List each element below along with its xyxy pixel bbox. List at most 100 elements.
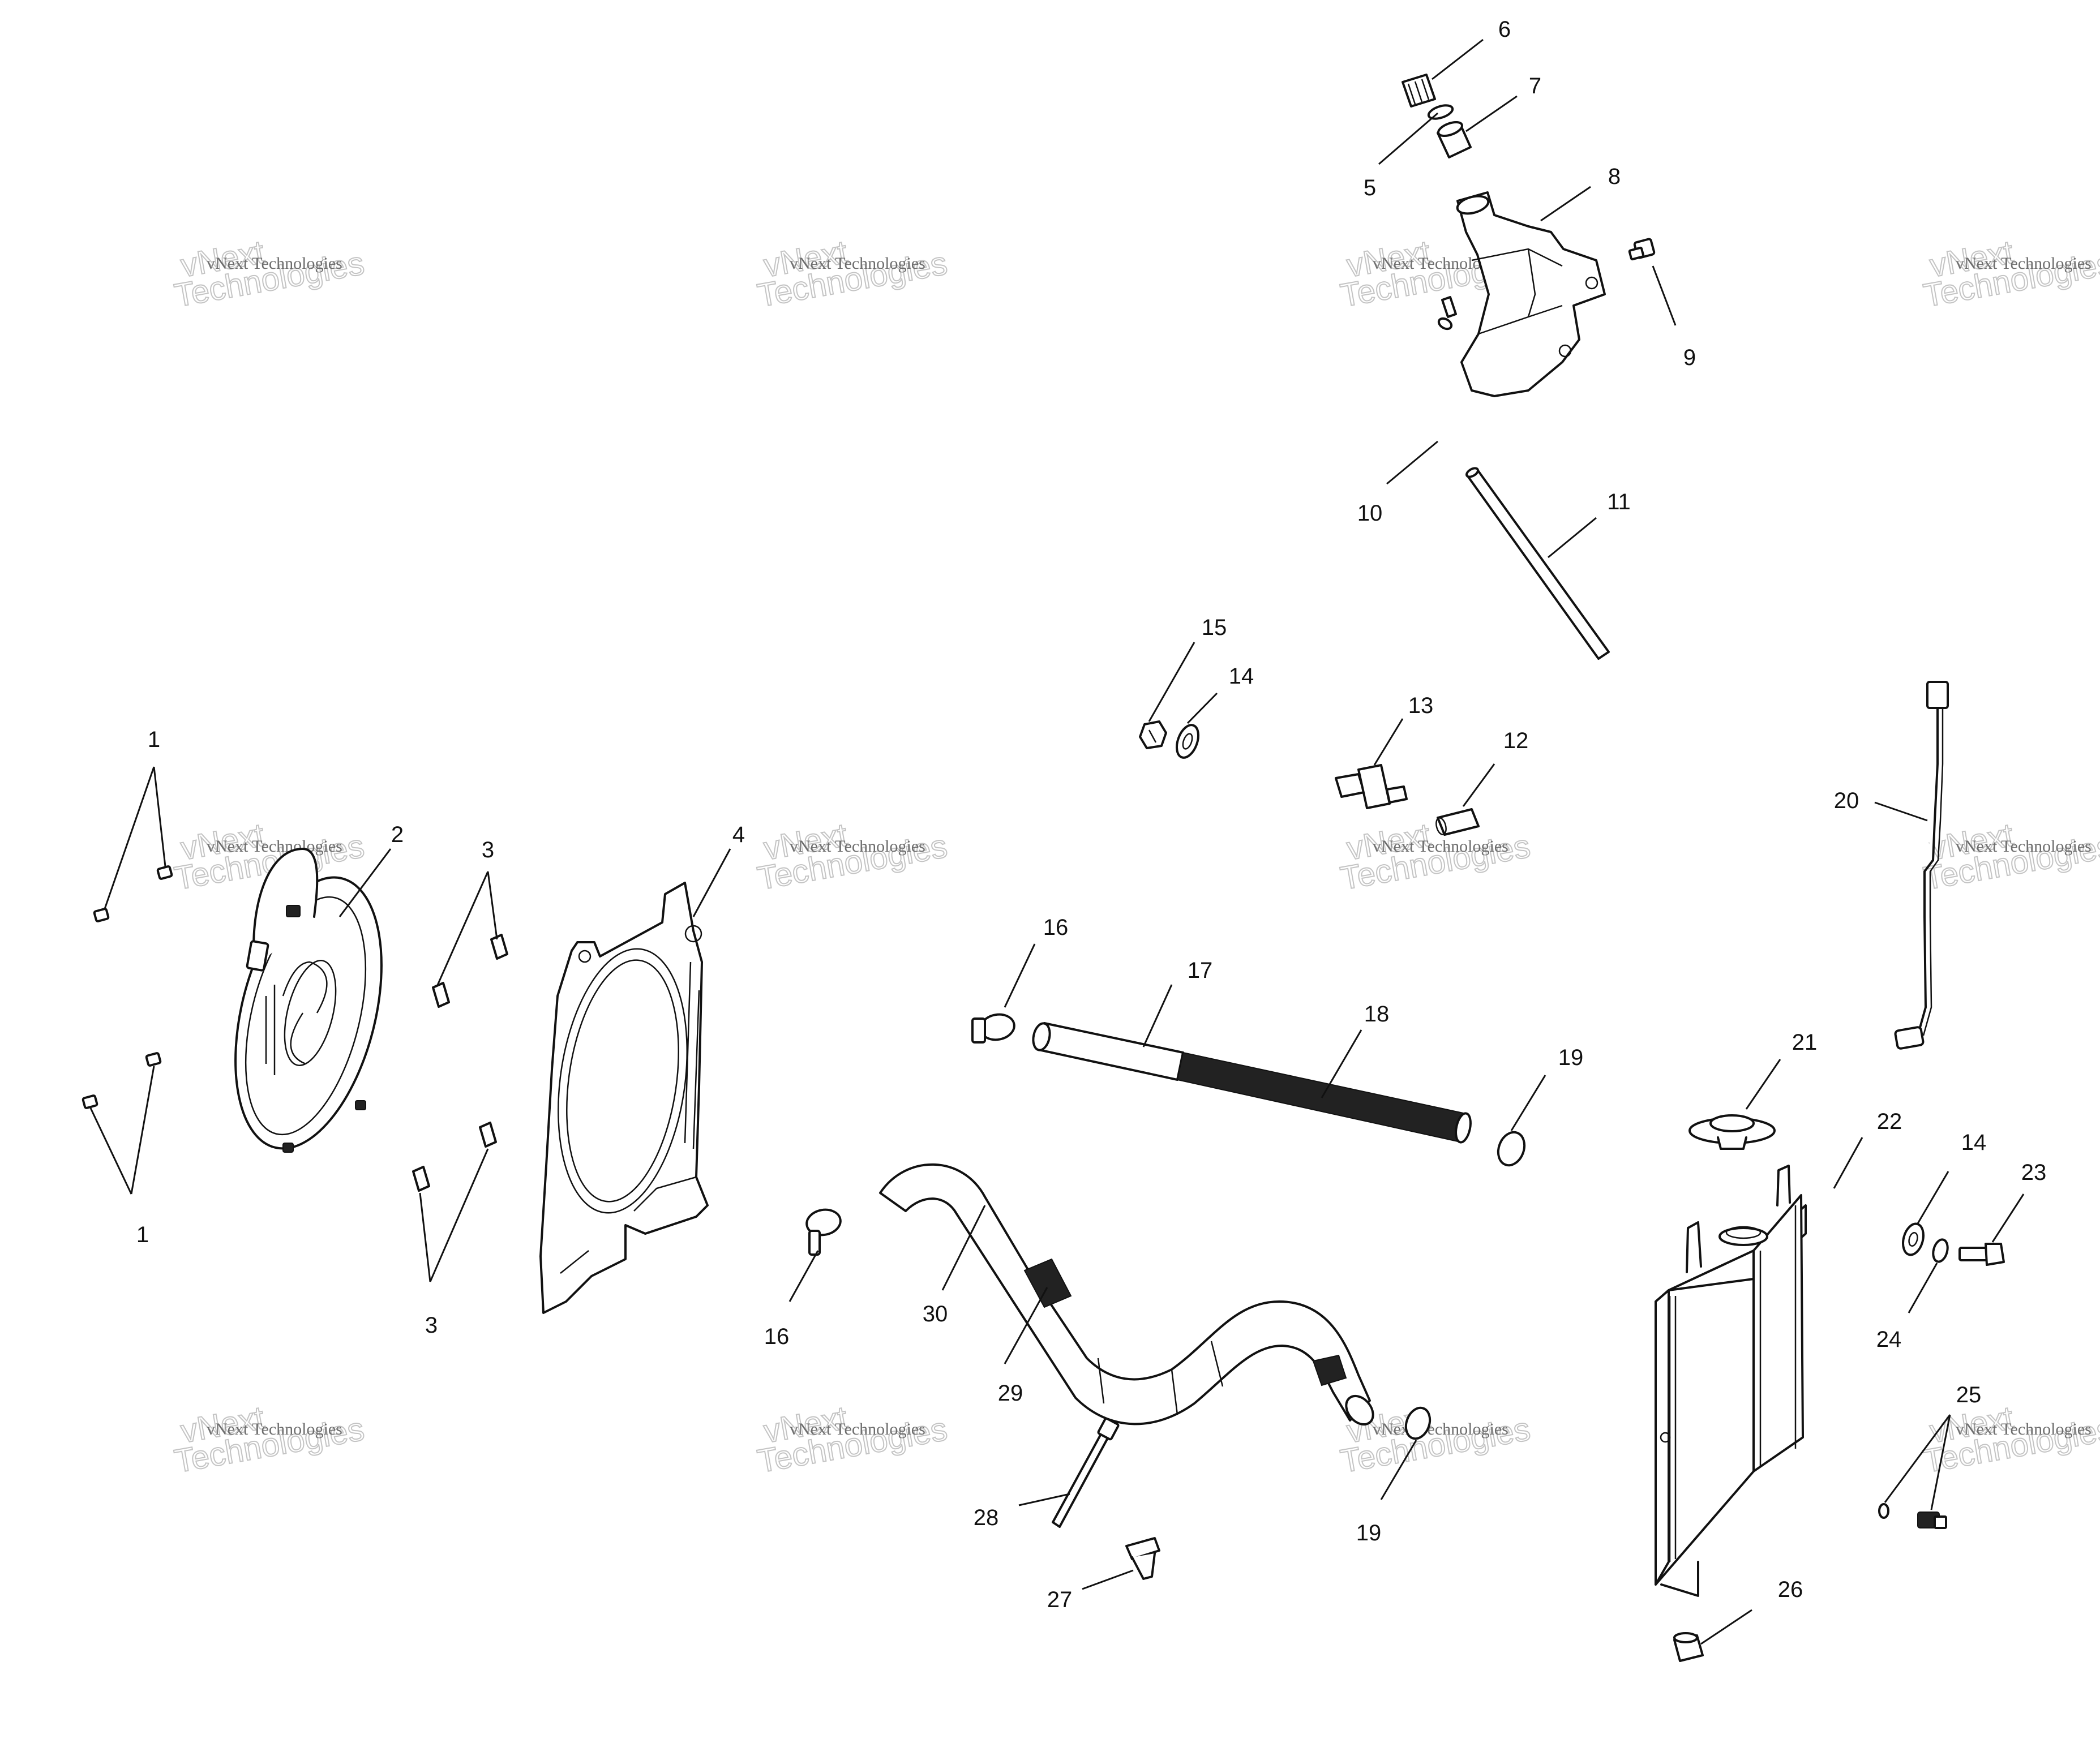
leader-7 <box>1465 95 1518 132</box>
part-1-screws <box>82 865 173 1109</box>
callout-27: 27 <box>1047 1587 1073 1612</box>
callout-20: 20 <box>1834 788 1859 813</box>
leader-20 <box>1874 801 1928 822</box>
leader-3 <box>429 1148 489 1282</box>
leader-24 <box>1908 1263 1938 1313</box>
callout-3: 3 <box>425 1313 438 1338</box>
leader-29 <box>1004 1287 1048 1364</box>
leader-19 <box>1380 1440 1417 1500</box>
part-8-coolant-reservoir <box>1456 191 1606 397</box>
watermark-text: vNext Technologies <box>1373 837 1508 856</box>
part-27-push-rivet <box>1125 1537 1160 1580</box>
part-21-radiator-cap <box>1688 1114 1776 1150</box>
callout-25: 25 <box>1956 1382 1982 1407</box>
callout-1: 1 <box>148 727 160 752</box>
callout-1: 1 <box>136 1222 149 1247</box>
leader-25 <box>1930 1414 1951 1510</box>
leader-16 <box>788 1250 819 1302</box>
callout-3: 3 <box>482 838 494 862</box>
part-14-washer <box>1902 1222 1925 1256</box>
part-11-overflow-tube <box>1465 467 1610 660</box>
watermark-text: vNext Technologies <box>1956 837 2092 856</box>
watermark-text: vNext Technologies <box>790 837 925 856</box>
callout-28: 28 <box>974 1505 999 1530</box>
leader-6 <box>1432 38 1484 80</box>
watermark-text: vNext Technologies <box>790 254 925 273</box>
leader-15 <box>1148 642 1195 722</box>
leader-14 <box>1186 692 1218 724</box>
leader-28 <box>1018 1493 1070 1506</box>
leader-17 <box>1142 984 1173 1047</box>
leader-22 <box>1833 1137 1863 1189</box>
part-19-clamp <box>1404 1131 1526 1440</box>
watermark-text: vNext Technologies <box>1373 1420 1508 1439</box>
leader-11 <box>1548 517 1597 559</box>
callout-5: 5 <box>1364 175 1376 200</box>
callout-16: 16 <box>764 1324 790 1349</box>
callout-23: 23 <box>2021 1160 2047 1185</box>
callout-4: 4 <box>732 822 745 847</box>
leader-13 <box>1373 718 1404 766</box>
callout-24: 24 <box>1876 1327 1902 1352</box>
part-24-lock-washer <box>1932 1238 1949 1263</box>
callout-17: 17 <box>1188 958 1213 983</box>
part-10-clamp <box>1437 296 1457 330</box>
leader-1 <box>104 766 155 909</box>
callout-14: 14 <box>1961 1130 1987 1155</box>
callout-22: 22 <box>1877 1109 1902 1134</box>
leader-1 <box>153 766 166 867</box>
leader-21 <box>1745 1059 1781 1110</box>
part-3-clips <box>412 934 508 1192</box>
leader-3 <box>436 871 489 987</box>
leader-27 <box>1082 1569 1134 1590</box>
part-13-spacer <box>1335 764 1408 809</box>
watermark-text: vNext Technologies <box>207 837 342 856</box>
part-4-fan-shroud <box>539 882 709 1314</box>
leader-14 <box>1917 1171 1949 1224</box>
leader-12 <box>1462 763 1495 807</box>
part-25-drain-bolt <box>1878 1503 1947 1529</box>
leader-19 <box>1510 1075 1546 1131</box>
part-23-bolt <box>1958 1243 2005 1266</box>
leader-16 <box>1004 943 1036 1008</box>
leader-4 <box>692 848 731 917</box>
callout-12: 12 <box>1503 728 1529 753</box>
part-16-hose-clamp <box>805 1013 1015 1256</box>
part-7-filler-neck <box>1437 121 1472 158</box>
leader-3 <box>487 871 498 940</box>
part-26-drain-plug <box>1673 1632 1704 1662</box>
leader-25 <box>1884 1414 1951 1503</box>
leader-1 <box>89 1107 132 1195</box>
leader-9 <box>1652 265 1677 326</box>
part-14-washer <box>1176 724 1199 759</box>
watermark-text: vNext Technologies <box>207 1420 342 1439</box>
watermark-text: vNext Technologies <box>1956 254 2092 273</box>
leader-5 <box>1378 112 1438 165</box>
callout-8: 8 <box>1608 164 1621 189</box>
leader-10 <box>1386 440 1438 485</box>
callout-21: 21 <box>1792 1030 1818 1055</box>
part-12-bushing <box>1435 808 1480 836</box>
part-22-radiator <box>1655 1165 1807 1597</box>
part-28-cable-tie <box>1052 1417 1120 1528</box>
callout-11: 11 <box>1607 490 1631 514</box>
part-6-reservoir-cap <box>1402 74 1436 108</box>
leader-23 <box>1991 1193 2025 1243</box>
callout-16: 16 <box>1043 915 1069 940</box>
watermark-text: vNext Technologies <box>207 254 342 273</box>
callout-2: 2 <box>391 822 404 847</box>
callout-10: 10 <box>1357 501 1383 526</box>
leader-2 <box>338 848 392 917</box>
callout-19: 19 <box>1356 1521 1382 1545</box>
part-17-upper-hose <box>1032 1022 1184 1081</box>
part-18-sleeve <box>1176 1051 1472 1144</box>
callout-13: 13 <box>1408 693 1434 718</box>
watermark-layer: vNext Technologies vNext Technologies vN… <box>171 233 2100 1480</box>
part-30-lower-hose <box>879 1163 1374 1426</box>
part-15-nut <box>1139 720 1167 749</box>
watermark-text: vNext Technologies <box>790 1420 925 1439</box>
part-29-hose-sleeve <box>1023 1258 1347 1386</box>
leader-18 <box>1321 1029 1362 1098</box>
callout-15: 15 <box>1202 615 1227 640</box>
